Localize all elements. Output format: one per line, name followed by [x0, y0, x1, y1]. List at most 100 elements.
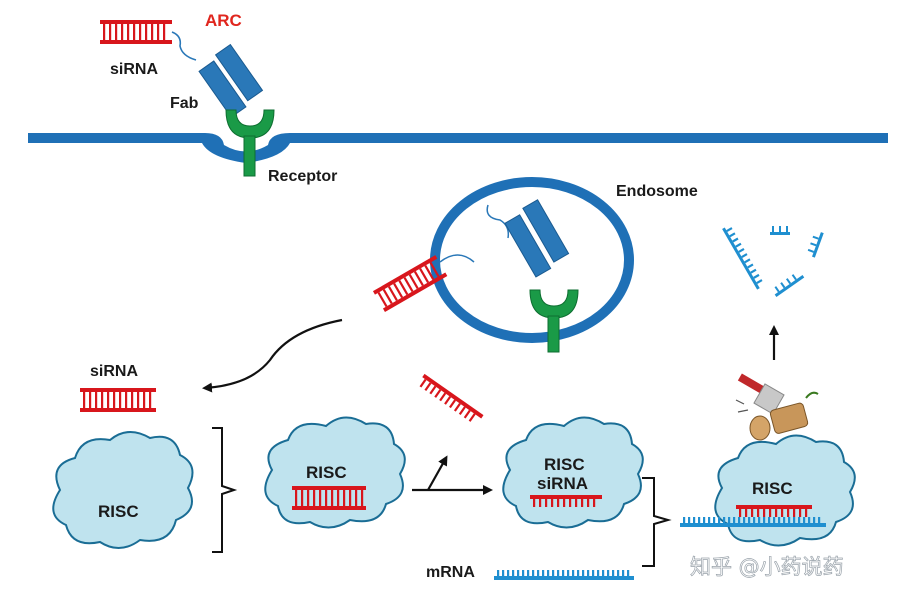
base-pair-rung: [587, 570, 590, 576]
base-pair-rung: [718, 517, 721, 523]
base-pair-rung: [439, 392, 447, 402]
base-pair-rung: [798, 517, 801, 523]
risc-active-guide: [530, 495, 602, 507]
base-pair-rung: [557, 499, 560, 507]
base-pair-rung: [463, 409, 471, 419]
risc-loaded-label: RISC: [306, 463, 347, 482]
base-pair-rung: [301, 490, 304, 506]
base-pair-rung: [337, 490, 340, 506]
base-pair-rung: [763, 509, 766, 517]
base-pair-rung: [325, 490, 328, 506]
base-pair-rung: [424, 265, 435, 280]
base-pair-rung: [295, 490, 298, 506]
base-pair-rung: [137, 392, 140, 408]
base-pair-rung: [587, 499, 590, 507]
base-pair-rung: [805, 509, 808, 517]
base-pair-rung: [527, 570, 530, 576]
base-pair-rung: [744, 258, 751, 264]
base-pair-rung: [708, 517, 711, 523]
base-pair-rung: [783, 517, 786, 523]
base-pair-rung: [157, 24, 160, 40]
base-pair-rung: [502, 570, 505, 576]
base-pair-rung: [434, 389, 442, 398]
base-pair-rung: [83, 392, 86, 408]
risc-free-cloud: [52, 431, 194, 549]
base-pair-rung: [575, 499, 578, 507]
base-pair-rung: [444, 396, 452, 405]
base-pair-rung: [769, 509, 772, 517]
base-pair-rung: [413, 271, 424, 286]
base-pair-rung: [747, 263, 754, 269]
base-pair-rung: [449, 399, 456, 409]
risc-active-label: RISC: [544, 455, 585, 474]
base-pair-rung: [758, 517, 761, 523]
base-pair-rung: [95, 392, 98, 408]
base-pair-rung: [131, 392, 134, 408]
base-pair-rung: [781, 509, 784, 517]
base-pair-rung: [429, 262, 440, 277]
risc-active-cloud: [502, 416, 644, 529]
base-pair-rung: [612, 570, 615, 576]
base-pair-rung: [163, 24, 166, 40]
base-pair-rung: [803, 517, 806, 523]
base-pair-rung: [517, 570, 520, 576]
base-pair-rung: [512, 570, 515, 576]
risc-loaded-sirna: [292, 486, 366, 510]
escaping-sirna: [372, 255, 448, 312]
base-pair-rung: [424, 382, 432, 391]
base-pair-rung: [592, 570, 595, 576]
base-pair-rung: [408, 274, 419, 289]
base-pair-rung: [688, 517, 691, 523]
base-pair-rung: [757, 509, 760, 517]
sirna-active-label: siRNA: [537, 474, 588, 493]
base-pair-rung: [756, 279, 763, 285]
base-pair-rung: [547, 570, 550, 576]
base-pair-rung: [567, 570, 570, 576]
base-pair-rung: [735, 242, 742, 248]
base-pair-rung: [563, 499, 566, 507]
base-pair-rung: [738, 517, 741, 523]
base-pair-rung: [119, 392, 122, 408]
base-pair-rung: [607, 570, 610, 576]
base-pair-rung: [602, 570, 605, 576]
base-pair-rung: [133, 24, 136, 40]
base-pair-rung: [627, 570, 630, 576]
base-pair-rung: [307, 490, 310, 506]
endosome: [430, 177, 634, 343]
base-pair-rung: [539, 499, 542, 507]
base-pair-rung: [773, 517, 776, 523]
fab-antibody: [198, 43, 264, 118]
arc-label: ARC: [205, 11, 242, 30]
base-pair-rung: [617, 570, 620, 576]
base-pair-rung: [713, 517, 716, 523]
base-pair-rung: [545, 499, 548, 507]
base-pair-rung: [143, 392, 146, 408]
linker-line: [171, 31, 197, 61]
base-pair-rung: [778, 517, 781, 523]
sirna-left-label: siRNA: [90, 363, 138, 380]
base-pair-rung: [818, 517, 821, 523]
base-pair-rung: [507, 570, 510, 576]
base-pair-rung: [793, 509, 796, 517]
base-pair-rung: [398, 280, 409, 295]
base-pair-rung: [726, 227, 733, 233]
base-pair-rung: [393, 283, 404, 298]
base-pair-rung: [403, 277, 414, 292]
risc-target-guide: [736, 505, 812, 517]
base-pair-rung: [542, 570, 545, 576]
base-pair-rung: [698, 517, 701, 523]
endosome-label: Endosome: [616, 183, 698, 200]
base-pair-rung: [793, 517, 796, 523]
base-pair-rung: [693, 517, 696, 523]
base-pair-rung: [788, 517, 791, 523]
base-pair-rung: [775, 509, 778, 517]
endosome-receptor: [529, 289, 579, 353]
base-pair-rung: [787, 509, 790, 517]
base-pair-rung: [723, 517, 726, 523]
base-pair-rung: [377, 292, 388, 307]
base-pair-rung: [729, 232, 736, 238]
base-pair-rung: [562, 570, 565, 576]
base-pair-rung: [738, 247, 745, 253]
base-pair-rung: [683, 517, 686, 523]
base-pair-rung: [751, 509, 754, 517]
